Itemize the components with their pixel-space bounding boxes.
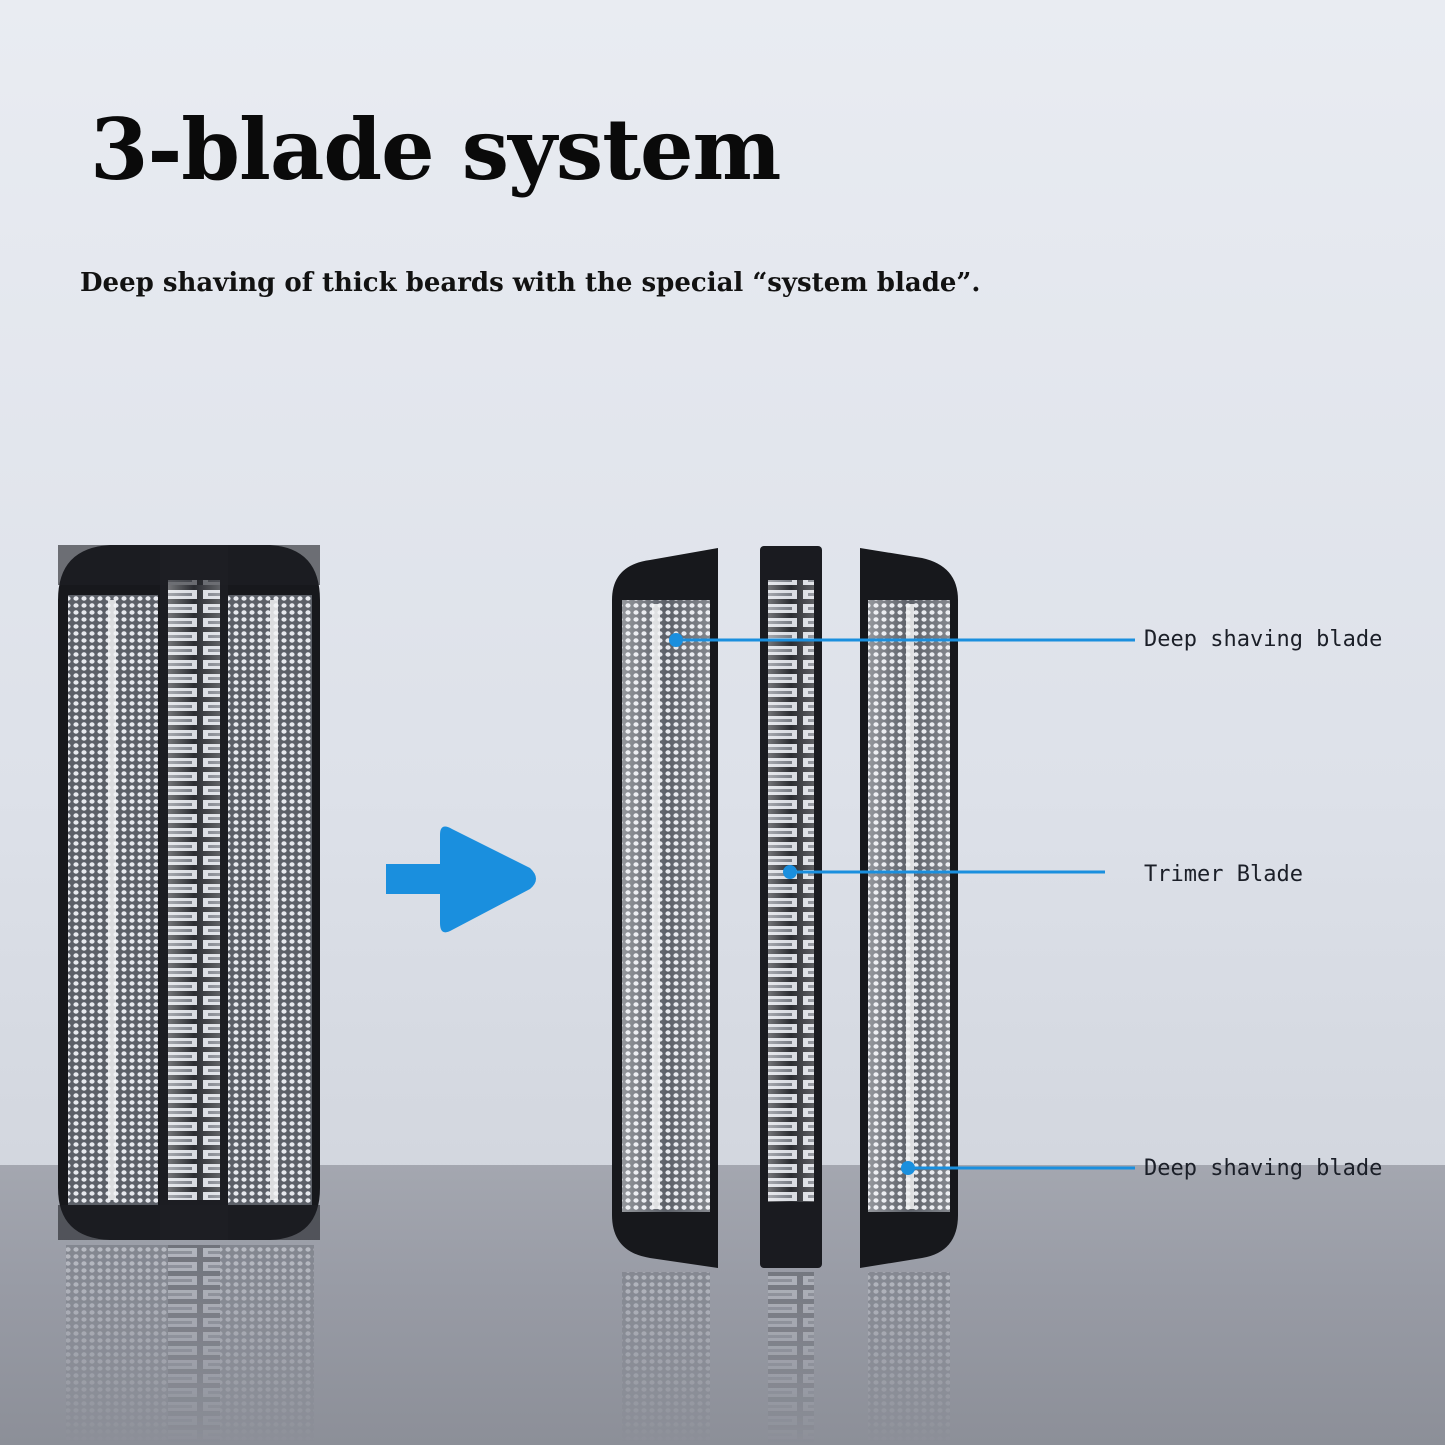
- callout-label-deep-shaving-bottom: Deep shaving blade: [1144, 1156, 1383, 1181]
- headline: 3-blade system: [90, 100, 781, 199]
- callout-line-middle: [783, 865, 1105, 879]
- left-deep-shaving-blade: [612, 548, 718, 1268]
- right-arrow-icon: [386, 826, 536, 933]
- subheadline: Deep shaving of thick beards with the sp…: [80, 268, 981, 298]
- right-deep-shaving-blade: [860, 548, 958, 1268]
- callout-label-trimmer: Trimer Blade: [1144, 862, 1303, 887]
- callout-line-top: [669, 633, 1135, 647]
- trimmer-blade: [760, 546, 822, 1268]
- assembled-shaver-head: [58, 545, 320, 1240]
- blade-reflections: [66, 1245, 950, 1445]
- callout-line-bottom: [901, 1161, 1135, 1175]
- callout-label-deep-shaving-top: Deep shaving blade: [1144, 627, 1383, 652]
